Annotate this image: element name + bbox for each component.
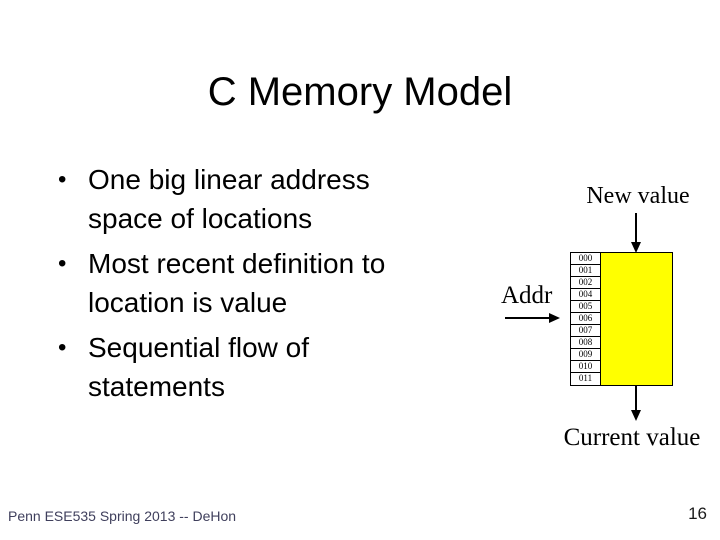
bullet-text-2: Most recent definition to location is va… xyxy=(88,244,385,322)
addr-arrow-head-icon xyxy=(549,313,560,323)
footer-course-text: Penn ESE535 Spring 2013 -- DeHon xyxy=(8,508,237,524)
new-value-arrow-head-icon xyxy=(631,242,641,253)
new-value-label: New value xyxy=(586,183,690,209)
bullet-line: location is value xyxy=(88,287,288,318)
current-value-label: Current value xyxy=(563,424,701,451)
addr-label: Addr xyxy=(501,282,553,309)
bullet-dot: • xyxy=(58,334,67,361)
new-value-arrow-shaft xyxy=(635,213,637,244)
address-cell: 004 xyxy=(571,289,600,301)
bullet-list: • One big linear address space of locati… xyxy=(58,160,478,412)
address-cell: 005 xyxy=(571,301,600,313)
bullet-dot: • xyxy=(58,166,67,193)
address-cell: 010 xyxy=(571,361,600,373)
memory-value-cell xyxy=(601,253,672,385)
bullet-item-3: • Sequential flow of statements xyxy=(58,328,478,406)
bullet-item-1: • One big linear address space of locati… xyxy=(58,160,478,238)
address-cell: 000 xyxy=(571,253,600,265)
bullet-text-3: Sequential flow of statements xyxy=(88,328,309,406)
address-cell: 007 xyxy=(571,325,600,337)
slide-title: C Memory Model xyxy=(207,70,513,114)
bullet-line: Most recent definition to xyxy=(88,248,386,279)
address-cell: 011 xyxy=(578,373,593,383)
addr-arrow-shaft xyxy=(505,317,550,319)
bullet-line: One big linear address xyxy=(88,164,370,195)
address-cell: 006 xyxy=(571,313,600,325)
current-value-arrow-shaft xyxy=(635,386,637,412)
address-cell: 009 xyxy=(571,349,600,361)
bullet-text-1: One big linear address space of location… xyxy=(88,160,370,238)
current-value-arrow-head-icon xyxy=(631,410,641,421)
address-cell: 001 xyxy=(571,265,600,277)
bullet-line: statements xyxy=(88,371,225,402)
address-cell: 002 xyxy=(571,277,600,289)
address-cell: 008 xyxy=(571,337,600,349)
bullet-item-2: • Most recent definition to location is … xyxy=(58,244,478,322)
page-number: 16 xyxy=(688,504,707,523)
bullet-dot: • xyxy=(58,250,67,277)
bullet-line: space of locations xyxy=(88,203,313,234)
bullet-line: Sequential flow of xyxy=(88,332,310,363)
